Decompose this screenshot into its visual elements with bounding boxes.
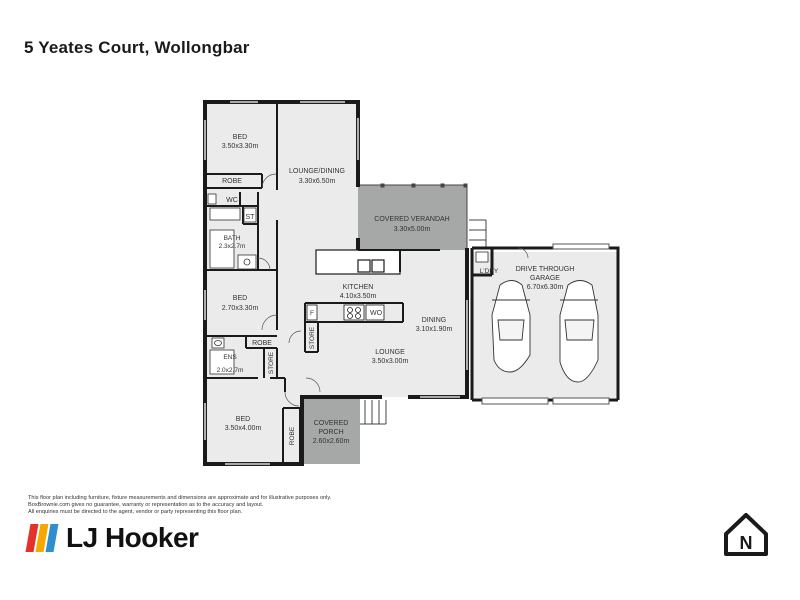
laundry-tub xyxy=(475,251,489,263)
bed1-dims: 3.50x3.30m xyxy=(222,143,259,150)
dining-dims: 3.10x1.90m xyxy=(416,326,453,333)
garage-name1: DRIVE THROUGH xyxy=(516,266,575,273)
st-name: ST xyxy=(246,214,256,221)
covered-porch-name: COVERED xyxy=(314,420,349,427)
car-1 xyxy=(491,280,531,373)
interior-walls xyxy=(205,102,301,464)
compass-label: N xyxy=(740,533,753,553)
bath-fixtures xyxy=(207,193,257,375)
lounge-dims: 3.50x3.00m xyxy=(372,358,409,365)
bed3-dims: 3.50x4.00m xyxy=(225,425,262,432)
ens-name: ENS xyxy=(223,354,237,361)
verandah-edge xyxy=(358,183,487,250)
covered-verandah-dims: 3.30x5.00m xyxy=(394,226,431,233)
covered-verandah-name: COVERED VERANDAH xyxy=(374,216,449,223)
door-swings xyxy=(257,173,529,407)
garage-doors xyxy=(481,243,610,405)
bed1-name: BED xyxy=(233,134,247,141)
interior-floor xyxy=(205,102,467,464)
ens-dims: 2.0x2.7m xyxy=(217,367,244,374)
ldry-name: L'DRY xyxy=(480,268,499,275)
wc-name: WC xyxy=(226,197,238,204)
lounge-dining-name: LOUNGE/DINING xyxy=(289,168,345,175)
garage-name2: GARAGE xyxy=(530,275,560,282)
store1-name: STORE xyxy=(309,326,316,349)
window-frames xyxy=(203,100,469,466)
robe1-name: ROBE xyxy=(222,178,242,185)
windows xyxy=(203,100,469,466)
brand-mark-icon xyxy=(25,524,59,552)
covered-porch-dims: 2.60x2.60m xyxy=(313,438,350,445)
store2-name: STORE xyxy=(268,351,275,374)
garage-dims: 6.70x6.30m xyxy=(527,284,564,291)
lounge-name: LOUNGE xyxy=(375,349,405,356)
bed2-dims: 2.70x3.30m xyxy=(222,305,259,312)
disclaimer-line: All enquiries must be directed to the ag… xyxy=(28,509,243,516)
north-compass-icon: N xyxy=(724,513,768,556)
brand-name: LJ Hooker xyxy=(66,522,199,553)
robe2-name: ROBE xyxy=(252,340,272,347)
disclaimer-line: BoxBrownie.com gives no guarantee, warra… xyxy=(28,502,264,509)
bed3-name: BED xyxy=(236,416,250,423)
robe3-name: ROBE xyxy=(289,426,296,445)
lounge-dining-dims: 3.30x6.50m xyxy=(299,178,336,185)
dining-name: DINING xyxy=(422,317,447,324)
kitchen-walls xyxy=(304,249,440,353)
covered-porch-area xyxy=(302,398,360,464)
kitchen-name: KITCHEN xyxy=(343,284,374,291)
disclaimer-line: This floor plan including furniture, fix… xyxy=(28,495,332,501)
bath-name: BATH xyxy=(224,235,241,242)
bath-dims: 2.3x2.7m xyxy=(219,243,246,250)
porch-steps xyxy=(360,400,387,425)
kitchen-appliances xyxy=(306,304,385,321)
bed2-name: BED xyxy=(233,295,247,302)
fridge-name: F xyxy=(310,310,314,317)
page-title: 5 Yeates Court, Wollongbar xyxy=(24,38,250,57)
car-2 xyxy=(559,280,599,383)
covered-porch-name2: PORCH xyxy=(318,429,343,436)
kitchen-dims: 4.10x3.50m xyxy=(340,293,377,300)
disclaimer: This floor plan including furniture, fix… xyxy=(28,495,448,517)
brand-logo: LJ Hooker xyxy=(25,521,199,555)
wo-name: WO xyxy=(370,310,383,317)
room-labels: BED 3.50x3.30m LOUNGE/DINING 3.30x6.50m … xyxy=(217,134,575,445)
covered-verandah-area xyxy=(358,185,467,258)
kitchen-island xyxy=(315,249,401,275)
